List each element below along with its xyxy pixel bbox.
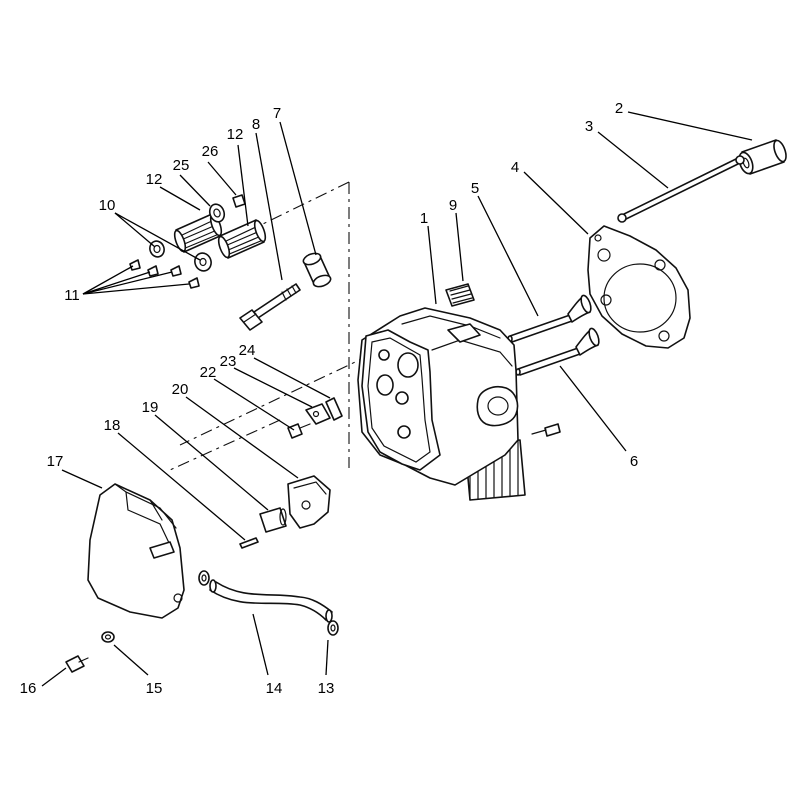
part-2-sleeve (738, 139, 787, 175)
callout-9: 9 (449, 197, 457, 214)
part-6-valve (515, 327, 600, 376)
callout-25: 25 (173, 157, 190, 174)
callout-numbers: 1 2 3 4 5 6 7 8 9 10 11 12 12 13 14 15 1… (20, 100, 639, 697)
callout-19: 19 (142, 399, 159, 416)
callout-5: 5 (471, 180, 479, 197)
part-13-clamps (198, 570, 339, 636)
part-24-plate (325, 397, 343, 421)
callout-18: 18 (104, 417, 121, 434)
callout-11: 11 (64, 287, 80, 304)
part-8-bolt (239, 283, 301, 331)
callout-13: 13 (318, 680, 335, 697)
callout-2: 2 (615, 100, 623, 117)
leader-lines (41, 111, 753, 687)
part-23-plate (305, 403, 331, 425)
callout-16: 16 (20, 680, 37, 697)
part-17-valve-cover (87, 483, 185, 619)
part-3-push-rod (617, 155, 745, 223)
callout-7: 7 (273, 105, 281, 122)
callout-24: 24 (239, 342, 256, 359)
part-11-keepers (129, 259, 200, 289)
callout-4: 4 (511, 159, 519, 176)
callout-12-right: 12 (227, 126, 244, 143)
callout-12-left: 12 (146, 171, 163, 188)
callout-22: 22 (200, 364, 217, 381)
callout-15: 15 (146, 680, 163, 697)
callout-3: 3 (585, 118, 593, 135)
part-1-cylinder-head (357, 307, 561, 501)
part-9-insert (445, 283, 475, 307)
part-20-breather (287, 475, 331, 529)
part-15-washer (101, 631, 115, 643)
callout-20: 20 (172, 381, 189, 398)
callout-23: 23 (220, 353, 237, 370)
part-4-gasket (587, 225, 691, 349)
part-12-spring-right (217, 219, 267, 259)
callout-26: 26 (202, 143, 219, 160)
part-7-spacer (302, 252, 332, 288)
part-5-valve (507, 294, 592, 343)
callout-8: 8 (252, 116, 260, 133)
part-16-bolt (65, 655, 89, 673)
part-26-cap (232, 194, 246, 208)
callout-6: 6 (630, 453, 638, 470)
callout-17: 17 (47, 453, 64, 470)
part-25-retainer (208, 203, 226, 223)
callout-14: 14 (266, 680, 283, 697)
part-22-bolt (287, 423, 311, 439)
callout-1: 1 (420, 210, 428, 227)
part-14-hose (209, 579, 333, 623)
part-18-pin (239, 537, 259, 549)
callout-10: 10 (99, 197, 116, 214)
part-19-valve (259, 507, 287, 533)
